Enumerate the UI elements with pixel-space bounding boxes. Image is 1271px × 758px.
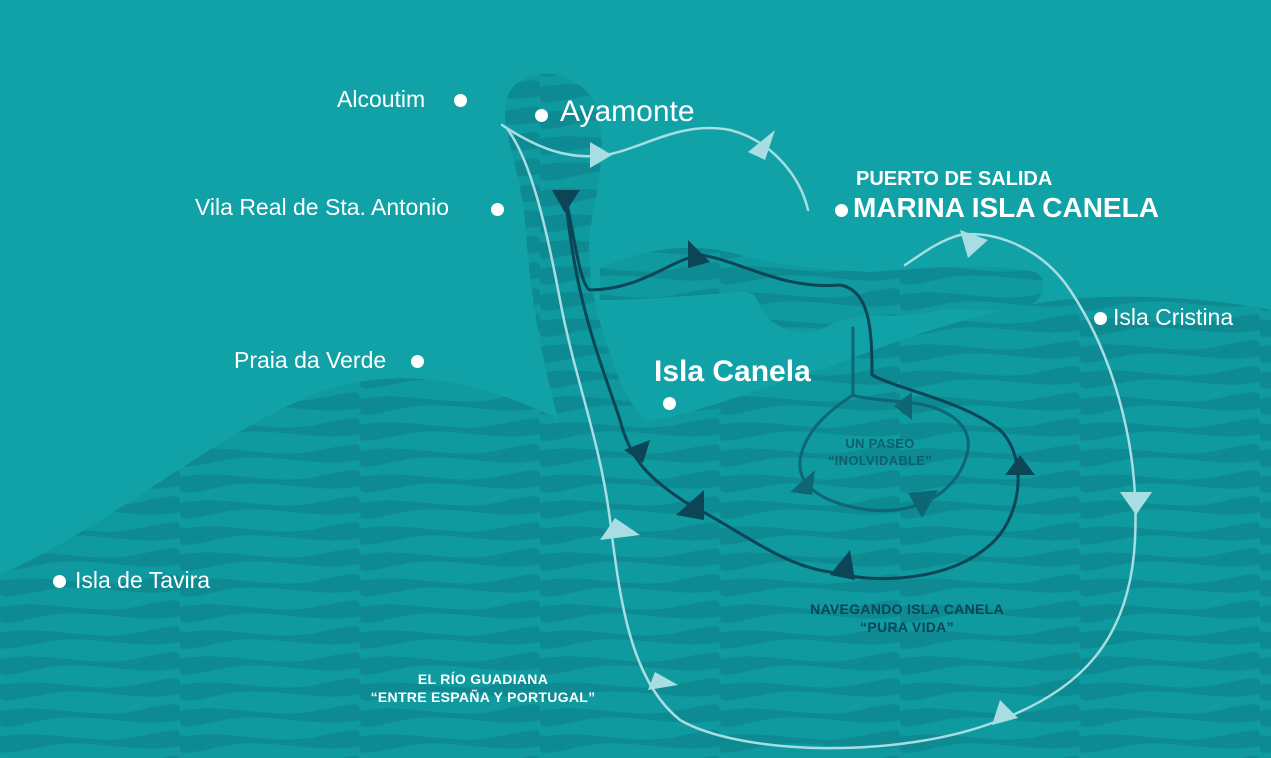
route-guadiana <box>500 123 1137 750</box>
place-dot-vila-real <box>491 203 504 216</box>
place-dot-isla-tavira <box>53 575 66 588</box>
place-label-praia-verde: Praia da Verde <box>234 347 387 373</box>
route-label-pura-vida-line2: “PURA VIDA” <box>860 619 954 635</box>
route-label-guadiana-line2: “ENTRE ESPAÑA Y PORTUGAL” <box>370 689 596 705</box>
route-pura-vida-arrows <box>552 190 1035 580</box>
place-dot-isla-cristina <box>1094 312 1107 325</box>
place-label-vila-real: Vila Real de Sta. Antonio <box>195 194 450 220</box>
route-label-guadiana-line1: EL RÍO GUADIANA <box>417 671 549 687</box>
place-dot-ayamonte <box>535 109 548 122</box>
route-label-guadiana: EL RÍO GUADIANA “ENTRE ESPAÑA Y PORTUGAL… <box>352 670 614 706</box>
departure-heading: PUERTO DE SALIDA <box>856 168 1053 190</box>
route-label-pura-vida-line1: NAVEGANDO ISLA CANELA <box>810 601 1004 617</box>
place-dot-marina <box>835 204 848 217</box>
place-label-isla-cristina: Isla Cristina <box>1113 304 1234 330</box>
route-paseo-arrows <box>790 392 938 518</box>
place-dot-praia-verde <box>411 355 424 368</box>
departure-marina-label: MARINA ISLA CANELA <box>853 192 1159 223</box>
place-label-isla-tavira: Isla de Tavira <box>75 567 211 593</box>
place-dot-alcoutim <box>454 94 467 107</box>
place-label-alcoutim: Alcoutim <box>337 86 426 112</box>
place-dot-isla-canela <box>663 397 676 410</box>
route-label-paseo: UN PASEO “INOLVIDABLE” <box>812 435 948 469</box>
place-label-ayamonte: Ayamonte <box>560 95 695 128</box>
route-guadiana-arrows <box>590 130 1152 725</box>
route-label-pura-vida: NAVEGANDO ISLA CANELA “PURA VIDA” <box>782 600 1032 636</box>
route-label-paseo-line1: UN PASEO <box>845 436 915 451</box>
route-label-paseo-line2: “INOLVIDABLE” <box>827 453 933 468</box>
place-label-isla-canela: Isla Canela <box>654 355 811 388</box>
